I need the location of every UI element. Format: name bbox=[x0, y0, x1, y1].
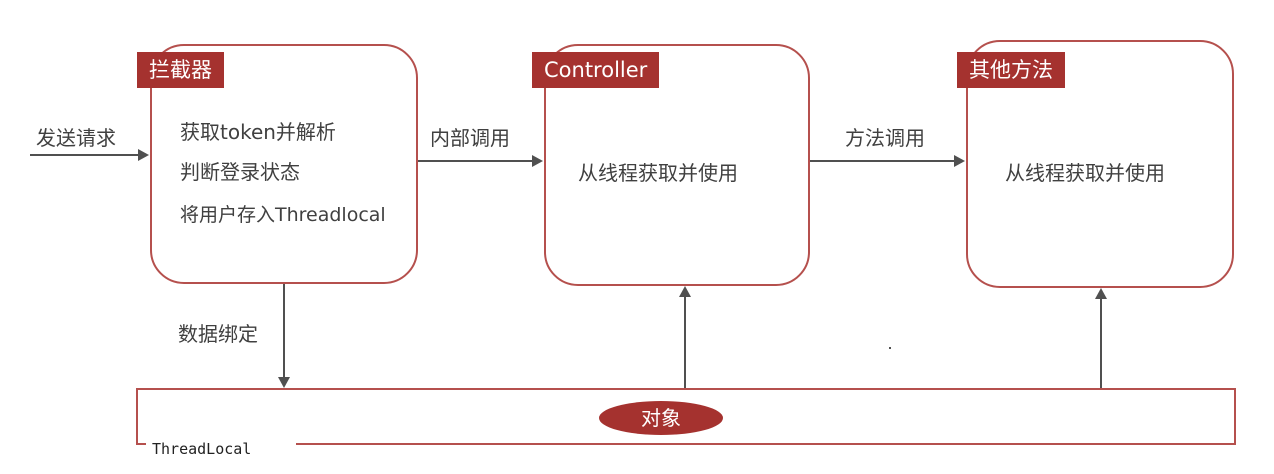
interceptor-line-2: 判断登录状态 bbox=[180, 160, 300, 184]
threadlocal-to-other-method-arrow-line bbox=[1100, 299, 1102, 388]
interceptor-line-1: 获取token并解析 bbox=[180, 120, 336, 144]
controller-tag: Controller bbox=[532, 52, 660, 88]
method-call-label: 方法调用 bbox=[845, 126, 925, 150]
method-call-arrow-line bbox=[810, 160, 954, 162]
object-ellipse: 对象 bbox=[599, 401, 723, 435]
internal-call-arrowhead bbox=[532, 155, 543, 167]
send-request-arrowhead bbox=[138, 149, 149, 161]
controller-text: 从线程获取并使用 bbox=[578, 161, 738, 185]
data-binding-arrowhead bbox=[278, 377, 290, 388]
data-binding-label: 数据绑定 bbox=[178, 322, 258, 346]
interceptor-tag: 拦截器 bbox=[137, 52, 224, 88]
threadlocal-to-controller-arrow-line bbox=[684, 297, 686, 388]
threadlocal-to-controller-arrowhead bbox=[679, 286, 691, 297]
data-binding-arrow-line bbox=[283, 284, 285, 377]
send-request-label: 发送请求 bbox=[36, 126, 116, 150]
threadlocal-to-other-method-arrowhead bbox=[1095, 288, 1107, 299]
internal-call-label: 内部调用 bbox=[430, 126, 510, 150]
interceptor-line-3: 将用户存入Threadlocal bbox=[180, 204, 386, 226]
stray-dot bbox=[889, 347, 891, 349]
method-call-arrowhead bbox=[954, 155, 965, 167]
other-method-text: 从线程获取并使用 bbox=[1005, 161, 1165, 185]
threadlocal-label: ThreadLocal bbox=[152, 440, 252, 458]
threadlocal-container bbox=[136, 388, 1236, 445]
send-request-arrow-line bbox=[30, 154, 138, 156]
internal-call-arrow-line bbox=[418, 160, 532, 162]
other-method-tag: 其他方法 bbox=[957, 52, 1065, 88]
